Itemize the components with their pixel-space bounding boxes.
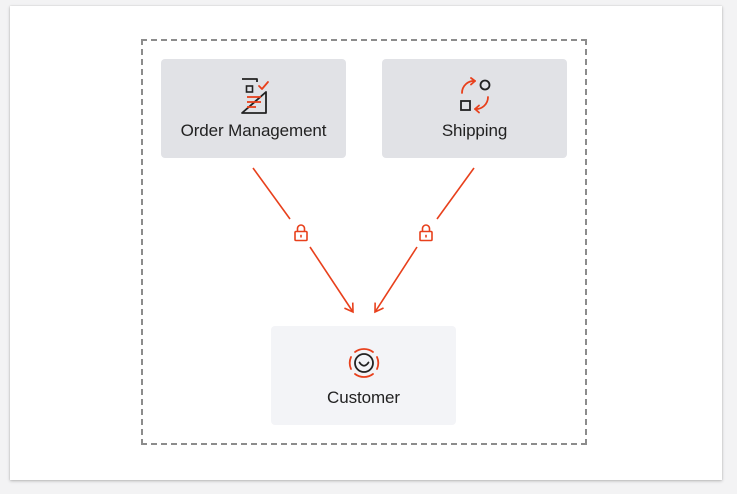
shipping-node[interactable]: Shipping [382,59,567,158]
lock-icon [419,224,433,242]
sync-arrows-icon [459,76,490,113]
order-management-label: Order Management [180,120,327,140]
customer-face-icon [348,347,379,378]
edges-layer [252,167,475,314]
shipping-label: Shipping [441,120,508,140]
customer-node[interactable]: Customer [271,326,456,425]
edge-order-to-customer [252,167,354,314]
order-management-node[interactable]: Order Management [161,59,346,158]
customer-label: Customer [327,387,400,407]
system-boundary [141,39,587,445]
lock-icon [294,224,308,242]
edge-shipping-to-customer [374,167,475,314]
diagram-card: Order Management Shipping Customer [10,6,722,480]
order-document-icon [240,77,269,114]
